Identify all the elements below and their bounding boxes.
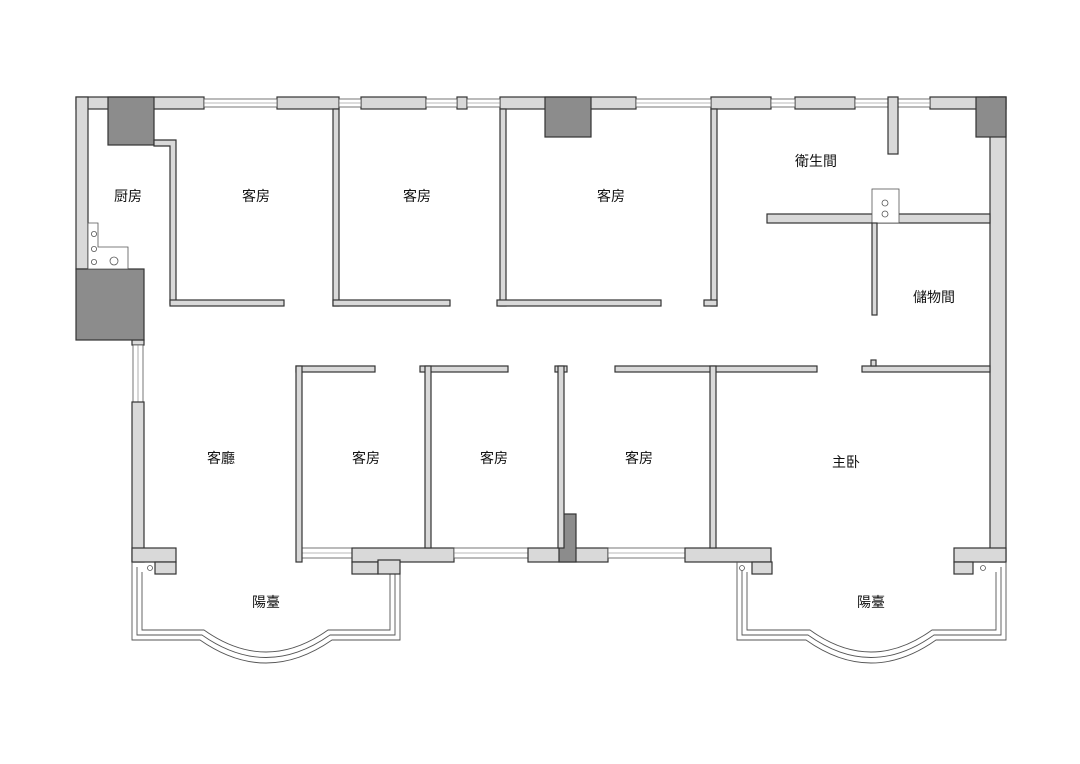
structural-columns <box>75 96 1007 563</box>
lower-interior-walls <box>295 359 991 563</box>
room-label-storage: 儲物間 <box>913 290 955 306</box>
left-exterior-wall <box>75 96 177 575</box>
room-label-balcony-right: 陽臺 <box>857 595 885 611</box>
room-label-kitchen: 厨房 <box>114 189 142 205</box>
room-label-guest-3: 客房 <box>597 189 625 205</box>
room-label-bathroom: 衛生間 <box>795 154 837 170</box>
left-balcony-railing <box>131 559 401 664</box>
room-label-master: 主卧 <box>832 455 860 471</box>
room-label-guest-6: 客房 <box>625 451 653 467</box>
right-balcony-railing <box>736 562 1007 664</box>
right-exterior-wall <box>953 96 1007 575</box>
bottom-walls <box>295 547 773 575</box>
room-label-guest-4: 客房 <box>352 451 380 467</box>
room-label-living: 客廳 <box>207 451 235 467</box>
upper-interior-walls <box>169 96 991 316</box>
kitchen-counter <box>87 139 177 305</box>
room-label-guest-1: 客房 <box>242 189 270 205</box>
room-label-balcony-left: 陽臺 <box>252 595 280 611</box>
room-label-guest-2: 客房 <box>403 189 431 205</box>
room-label-guest-5: 客房 <box>480 451 508 467</box>
